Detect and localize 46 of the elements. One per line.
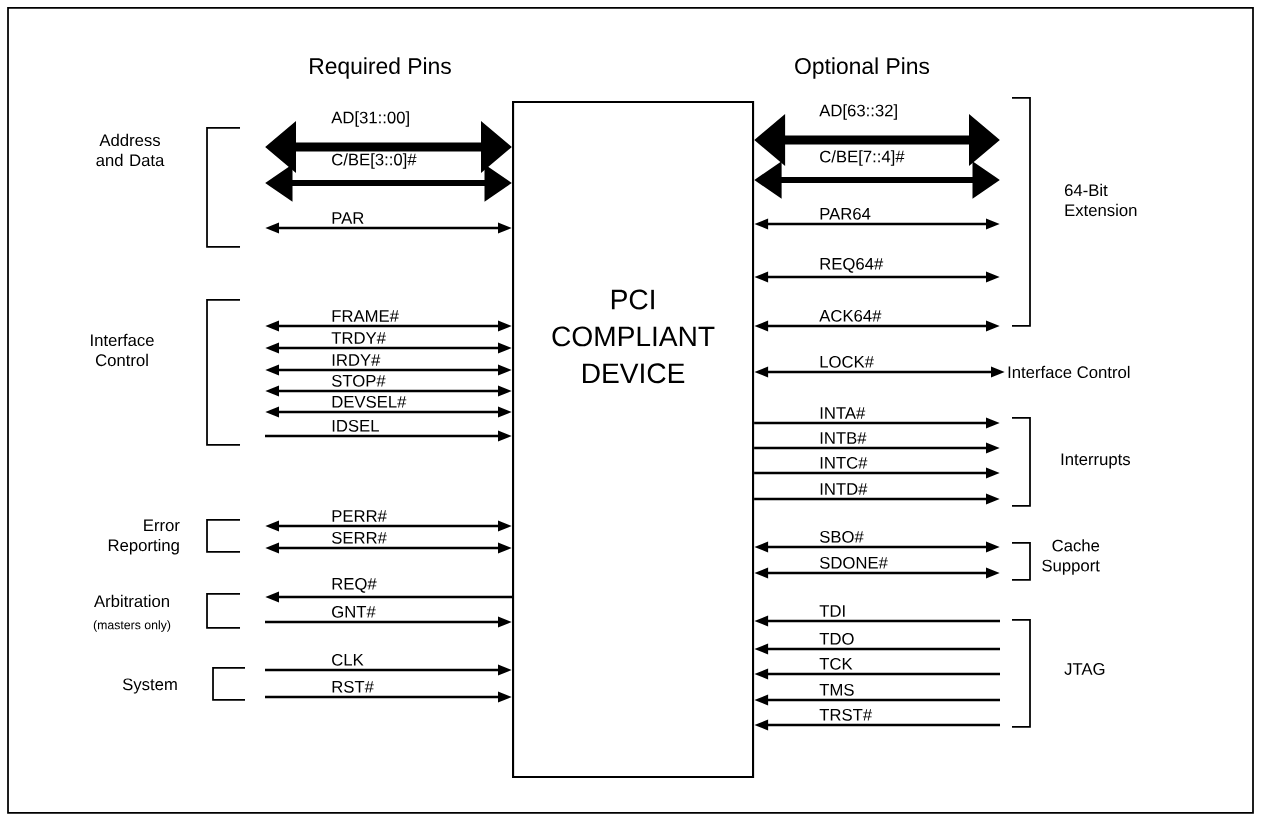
signal-name: INTB# (820, 432, 867, 444)
group-label: Interface Control (91, 333, 154, 367)
signal-name: SERR# (332, 531, 387, 544)
signal-name: STOP# (332, 374, 386, 387)
signal-name: RST# (332, 680, 374, 693)
signal-name: C/BE[3::0]# (332, 153, 417, 169)
signal-name: PAR64 (820, 207, 871, 220)
group-label: Arbitration (94, 594, 169, 608)
signal-name: PERR# (332, 510, 387, 522)
signal-name: AD[31::00] (331, 111, 409, 127)
signal-name: TDO (819, 632, 854, 645)
signal-name: GNT# (332, 605, 376, 618)
signal-name: REQ64# (820, 257, 884, 273)
signal-name: CLK (332, 653, 364, 666)
signal-name: AD[63::32] (819, 104, 897, 120)
group-label: Error Reporting (108, 519, 180, 555)
signal-name: INTD# (820, 483, 868, 495)
column-heading: Optional Pins (795, 57, 930, 79)
signal-name: TRST# (819, 708, 873, 721)
group-label: (masters only) (93, 620, 171, 632)
signal-name: LOCK# (820, 355, 874, 368)
device-box: PCI COMPLIANT DEVICE (512, 101, 755, 779)
signal-name: DEVSEL# (332, 395, 407, 408)
group-label: System (122, 678, 177, 694)
signal-name: TCK (819, 657, 853, 670)
group-label: 64-Bit Extension (1064, 183, 1137, 217)
signal-name: FRAME# (332, 310, 399, 322)
signal-name: INTA# (820, 407, 866, 419)
signal-name: REQ# (332, 577, 377, 593)
signal-name: PAR (332, 212, 364, 224)
group-label: Interrupts (1061, 453, 1130, 469)
signal-name: SBO# (820, 530, 864, 543)
signal-name: C/BE[7::4]# (820, 150, 905, 166)
signal-name: IRDY# (332, 354, 381, 366)
signal-name: SDONE# (820, 556, 888, 569)
column-heading: Required Pins (310, 57, 451, 79)
group-label: Interface Control (1008, 365, 1130, 379)
signal-name: INTC# (820, 456, 868, 469)
group-label: Cache Support (1042, 539, 1100, 575)
signal-name: ACK64# (819, 309, 882, 322)
group-label: Address and Data (96, 133, 165, 167)
signal-name: IDSEL (332, 419, 379, 432)
signal-name: TMS (819, 683, 854, 696)
signal-name: TRDY# (331, 332, 386, 344)
group-label: JTAG (1064, 663, 1105, 675)
signal-name: TDI (819, 605, 845, 617)
